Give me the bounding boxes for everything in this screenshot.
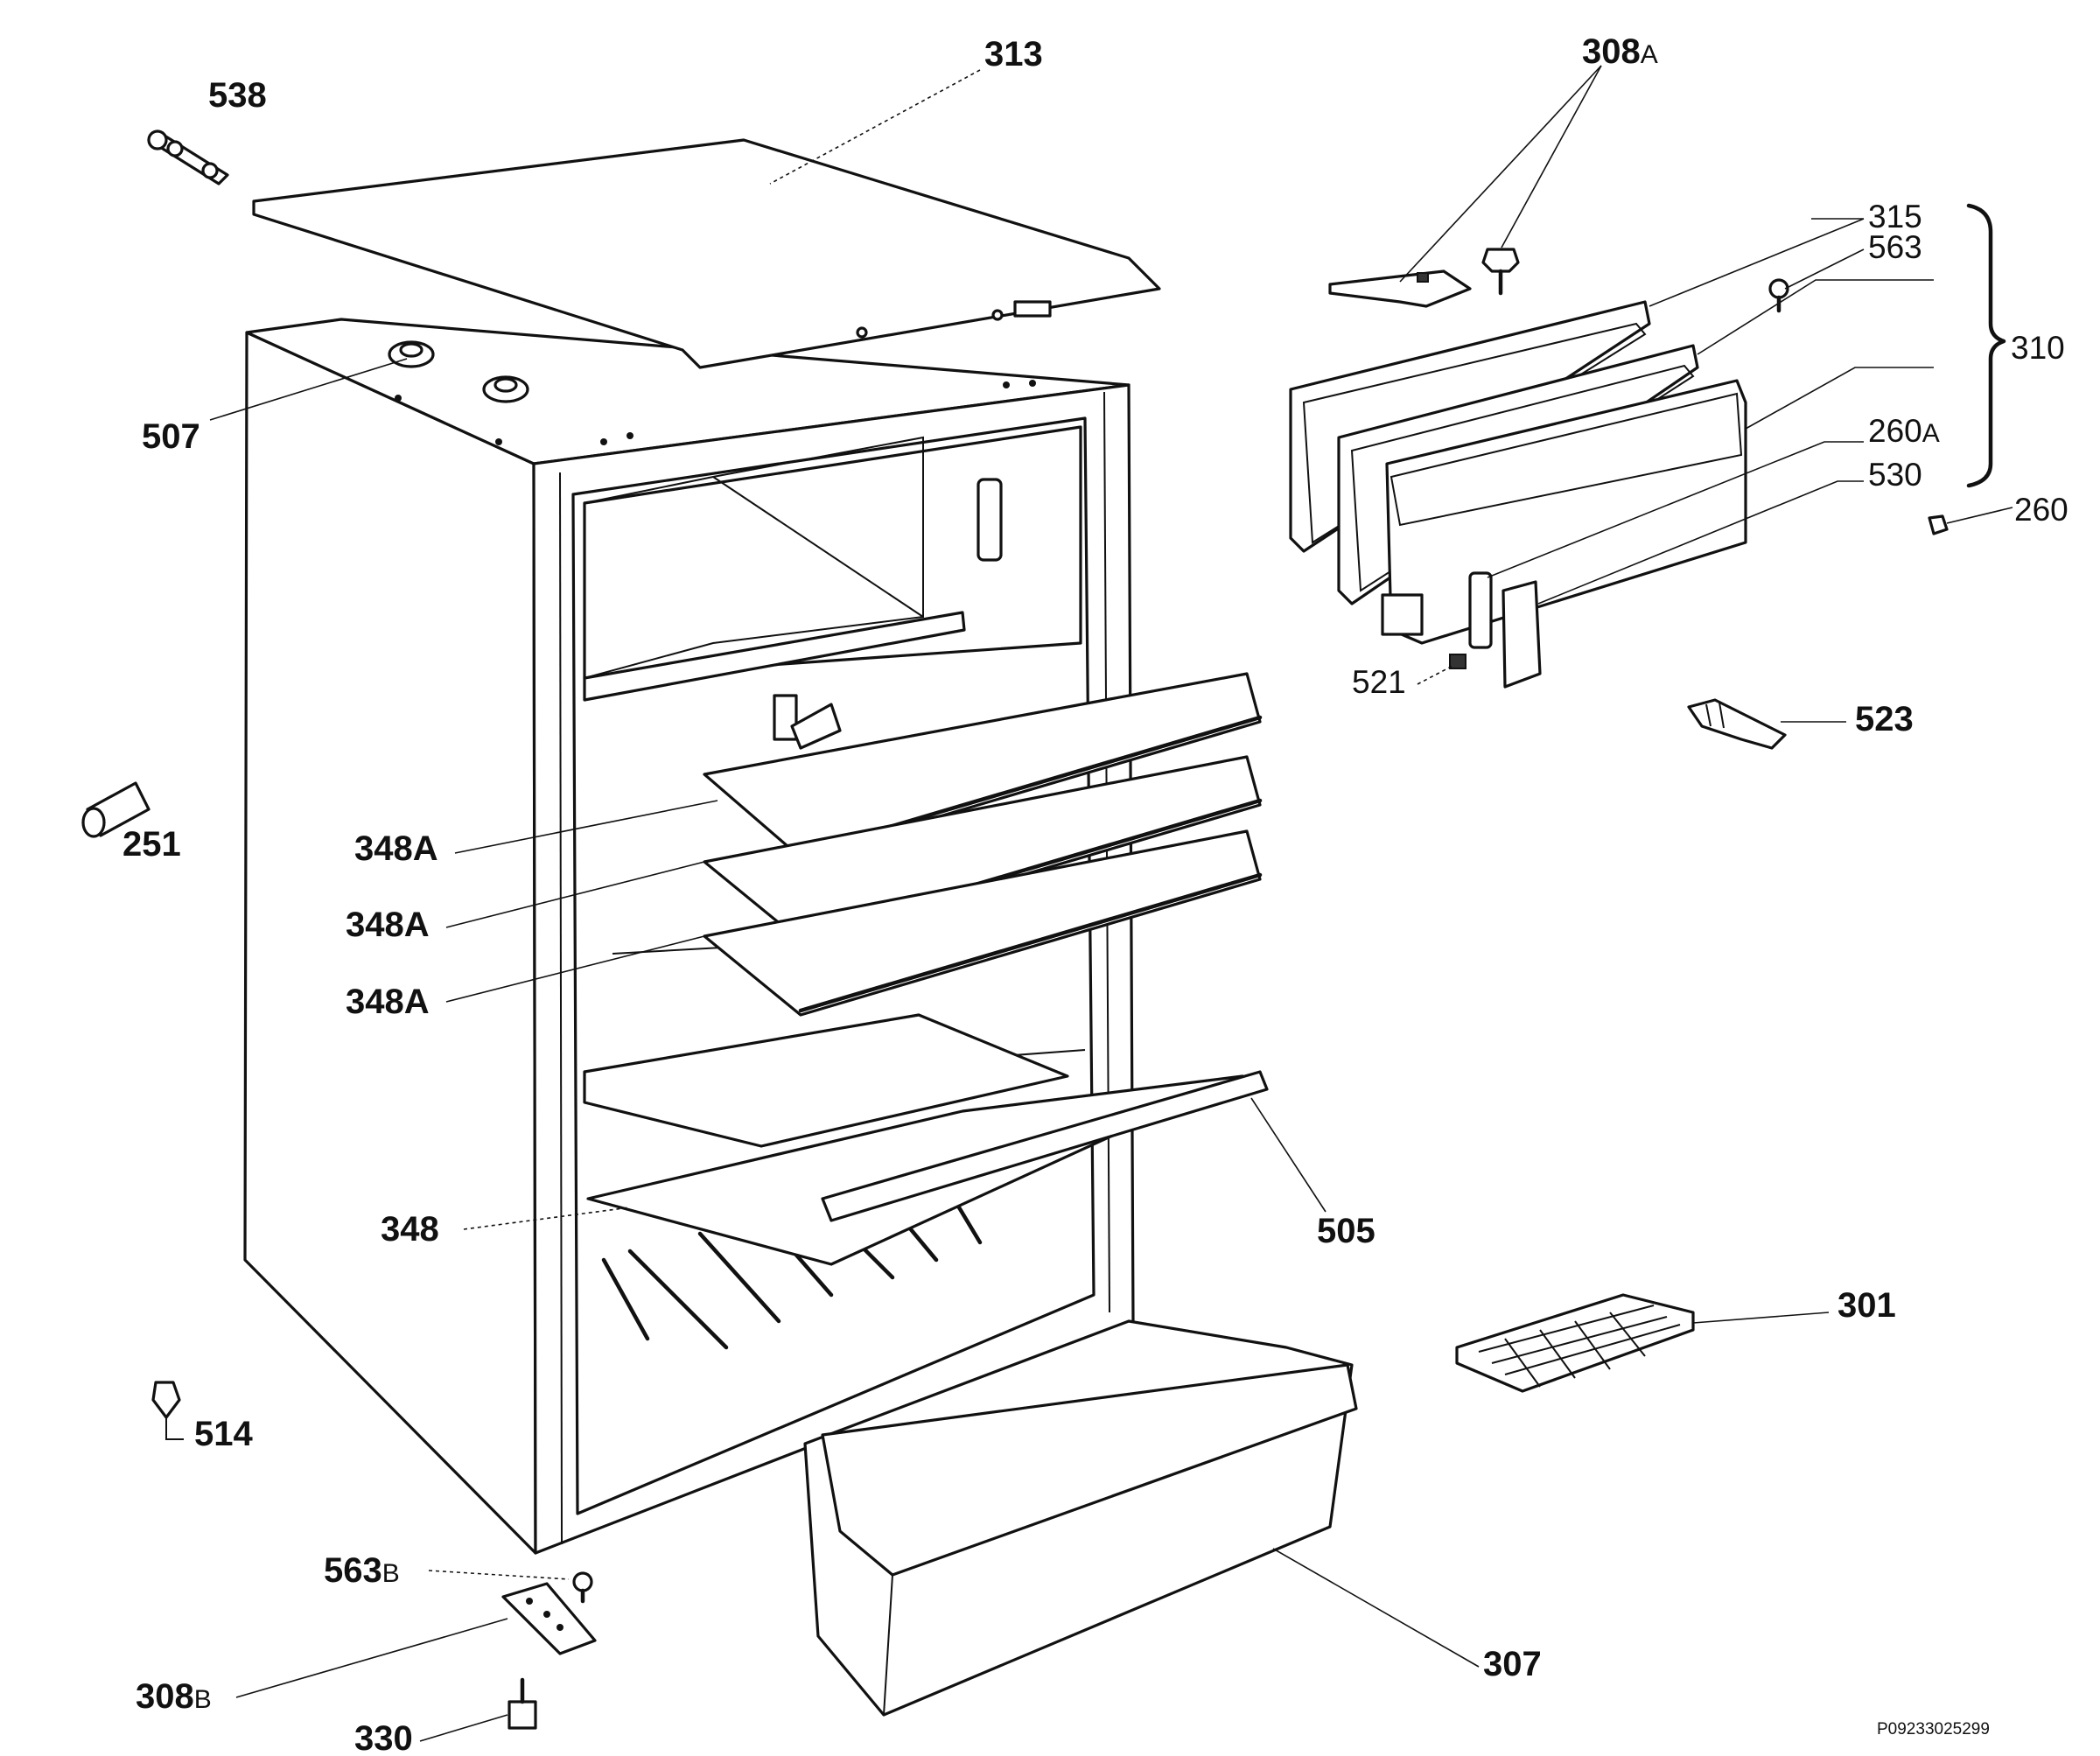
- bottom-hinge-308b-icon: [501, 1582, 597, 1655]
- hinge-538-icon: [147, 129, 229, 185]
- label-330: 330: [354, 1719, 413, 1756]
- shelf-348a-middle: [703, 755, 1262, 942]
- ice-tray-301-icon: [1455, 1293, 1695, 1393]
- screw-563-icon: [1768, 278, 1789, 313]
- label-563b: 563B: [324, 1551, 400, 1590]
- freezer-lower-rail: [583, 611, 966, 702]
- wire-shelves: [703, 672, 1263, 1017]
- label-348a-bottom: 348A: [346, 983, 430, 1021]
- top-cover: [252, 138, 1161, 369]
- crisper-drawer-307-icon: [803, 1319, 1358, 1717]
- foot-514-icon: [151, 1381, 184, 1440]
- label-307: 307: [1483, 1645, 1542, 1683]
- shelf-348a-top: [703, 672, 1262, 859]
- label-538: 538: [208, 76, 267, 115]
- label-308a: 308A: [1582, 32, 1658, 71]
- crisper-front-lip: [821, 1363, 1358, 1577]
- screw-563b-icon: [572, 1571, 593, 1604]
- label-313: 313: [984, 35, 1043, 73]
- shelf-front-trim: [821, 1070, 1269, 1222]
- freezer-door-assembly: [1289, 300, 1747, 689]
- label-348a-middle: 348A: [346, 906, 430, 944]
- label-523: 523: [1855, 700, 1914, 738]
- hinge-bracket-308a-icon: [1328, 269, 1472, 308]
- label-514: 514: [194, 1415, 253, 1453]
- label-348: 348: [381, 1210, 439, 1249]
- door-hinge-part: [1468, 571, 1493, 649]
- label-521: 521: [1352, 664, 1406, 700]
- leader-lines: [209, 65, 2013, 1742]
- hinge-pin-icon: [1481, 248, 1520, 296]
- label-308b: 308B: [136, 1677, 212, 1716]
- shelf-348a-bottom: [703, 829, 1262, 1017]
- freezer-handle: [976, 478, 1003, 562]
- interior-ledge: [583, 1013, 1069, 1148]
- label-260a: 260A: [1868, 413, 1940, 449]
- bolt-523-icon: [1687, 698, 1787, 750]
- label-507: 507: [142, 417, 200, 456]
- group-bracket-310: [1966, 203, 2006, 488]
- label-315: 315: [1868, 199, 1922, 234]
- label-505: 505: [1317, 1212, 1376, 1250]
- foot-507-icon: [388, 340, 529, 403]
- label-251: 251: [122, 825, 181, 864]
- roller-251-icon: [81, 781, 150, 838]
- label-301: 301: [1838, 1286, 1896, 1325]
- label-530: 530: [1868, 457, 1922, 493]
- label-563: 563: [1868, 229, 1922, 265]
- part-number-labels: 313 308A 538 315 563 310 260A 530 260 50…: [122, 32, 2068, 1756]
- label-310: 310: [2011, 330, 2065, 366]
- clip-260-icon: [1928, 514, 1949, 535]
- label-348a-top: 348A: [354, 829, 438, 868]
- label-260: 260: [2014, 492, 2068, 528]
- cabinet: [243, 318, 1269, 1555]
- foot-330-icon: [508, 1677, 537, 1730]
- drawing-code: P09233025299: [1877, 1720, 1990, 1739]
- door-handle-cap: [1502, 580, 1542, 689]
